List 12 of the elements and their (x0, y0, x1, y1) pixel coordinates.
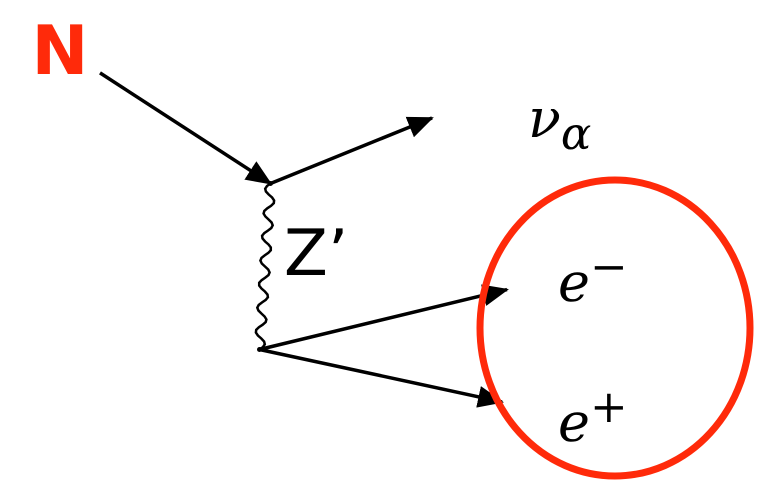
arrow (99, 71, 272, 185)
vertex-point (257, 347, 262, 352)
arrow (259, 284, 509, 352)
edge-label: Z’ (284, 222, 348, 286)
particle-label: ν$_{α}$ (528, 92, 592, 156)
ellipse-outline (476, 176, 754, 480)
vertex-point (268, 181, 273, 186)
particle-label: e$^{−}$ (507, 244, 628, 306)
arrow (270, 116, 434, 186)
particle-label: e$^{+}$ (502, 384, 633, 448)
particle-label: N (20, 18, 100, 76)
arrow (259, 348, 504, 408)
